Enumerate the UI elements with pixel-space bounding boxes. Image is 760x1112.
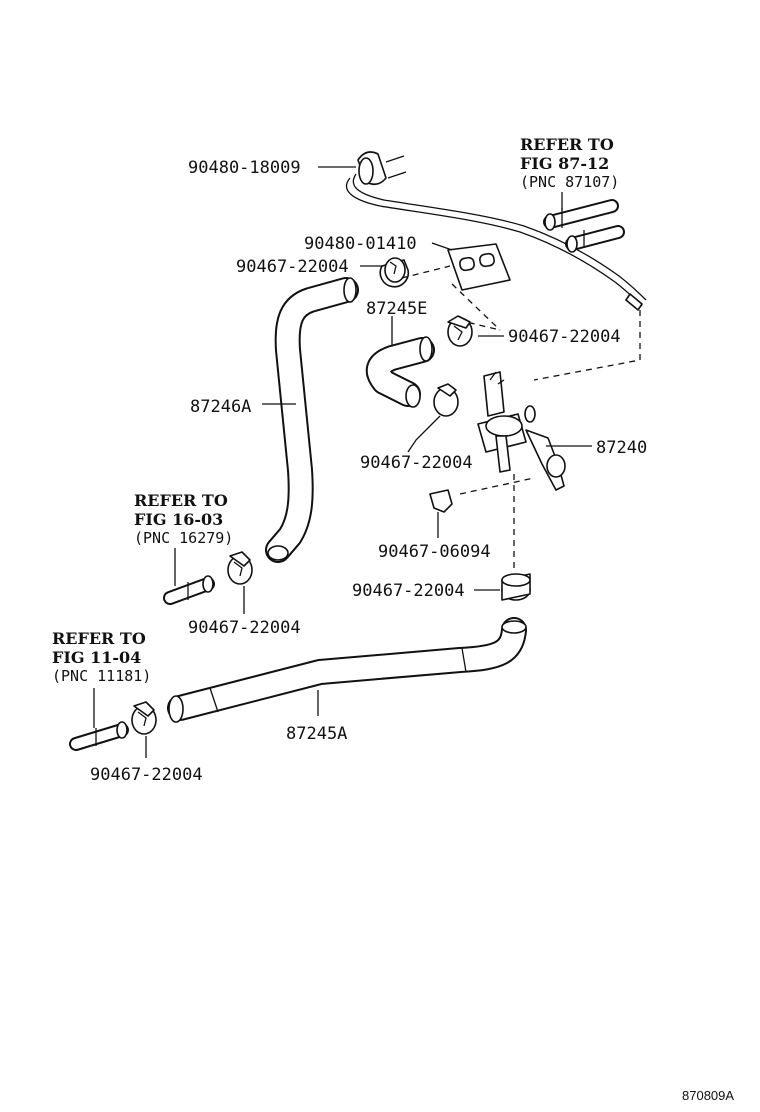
ref-bottom-line1: REFER TO [52, 629, 146, 648]
label-cable: 90480-18009 [188, 158, 301, 178]
label-clip-bottom: 90467-22004 [90, 765, 203, 785]
clip-mid[interactable] [433, 383, 459, 417]
heater-pipe-top [543, 199, 625, 253]
ref-top-line1: REFER TO [520, 135, 614, 154]
ref-middle-line2: FIG 16-03 [134, 510, 223, 529]
ref-middle-line3: (PNC 16279) [134, 529, 233, 547]
label-clip-lower-right: 90467-22004 [352, 581, 465, 601]
clip-lower-left[interactable] [227, 551, 253, 585]
label-clip-top: 90467-22004 [236, 257, 349, 277]
label-hose-e: 87245E [366, 299, 427, 319]
control-cable[interactable] [345, 151, 647, 311]
hose-87245a[interactable] [167, 617, 527, 723]
clip-lower-right[interactable] [501, 573, 531, 601]
label-hose-b: 87245A [286, 724, 347, 744]
ref-bottom-line2: FIG 11-04 [52, 648, 141, 667]
label-hose-a: 87246A [190, 397, 251, 417]
label-clip-mid: 90467-22004 [360, 453, 473, 473]
ref-bottom-line3: (PNC 11181) [52, 667, 151, 685]
label-grommet: 90480-01410 [304, 234, 417, 254]
clip-bottom[interactable] [131, 701, 157, 735]
label-valve: 87240 [596, 438, 647, 458]
ref-top-line3: (PNC 87107) [520, 173, 619, 191]
ref-top-line2: FIG 87-12 [520, 154, 609, 173]
clip-top[interactable] [379, 257, 410, 288]
water-valve[interactable] [477, 371, 566, 491]
hose-87245e[interactable] [365, 336, 435, 408]
label-clip-lower-left: 90467-22004 [188, 618, 301, 638]
figure-code: 870809A [682, 1088, 734, 1103]
label-clip-right: 90467-22004 [508, 327, 621, 347]
clip-valve[interactable] [429, 489, 453, 513]
clip-right[interactable] [447, 315, 473, 347]
heater-pipe-bottom [69, 721, 129, 751]
hose-87246a[interactable] [265, 277, 359, 563]
ref-middle-line1: REFER TO [134, 491, 228, 510]
label-clip-valve: 90467-06094 [378, 542, 491, 562]
grommet[interactable] [447, 243, 511, 291]
heater-pipe-middle [163, 575, 215, 605]
